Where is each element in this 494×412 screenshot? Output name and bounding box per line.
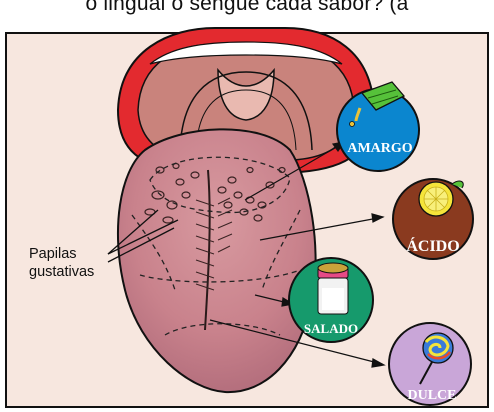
taste-badge-acido: ÁCIDO <box>393 179 473 259</box>
taste-badge-salado: SALADO <box>289 258 373 342</box>
taste-label-dulce: DULCE <box>407 388 456 403</box>
salt-shaker-icon <box>318 263 348 314</box>
taste-badge-dulce: DULCE <box>389 323 471 405</box>
callout-line1: Papilas <box>29 246 77 262</box>
taste-label-amargo: AMARGO <box>347 141 412 156</box>
taste-label-acido: ÁCIDO <box>406 236 459 255</box>
callout-line2: gustativas <box>29 264 94 280</box>
taste-label-salado: SALADO <box>304 321 358 336</box>
